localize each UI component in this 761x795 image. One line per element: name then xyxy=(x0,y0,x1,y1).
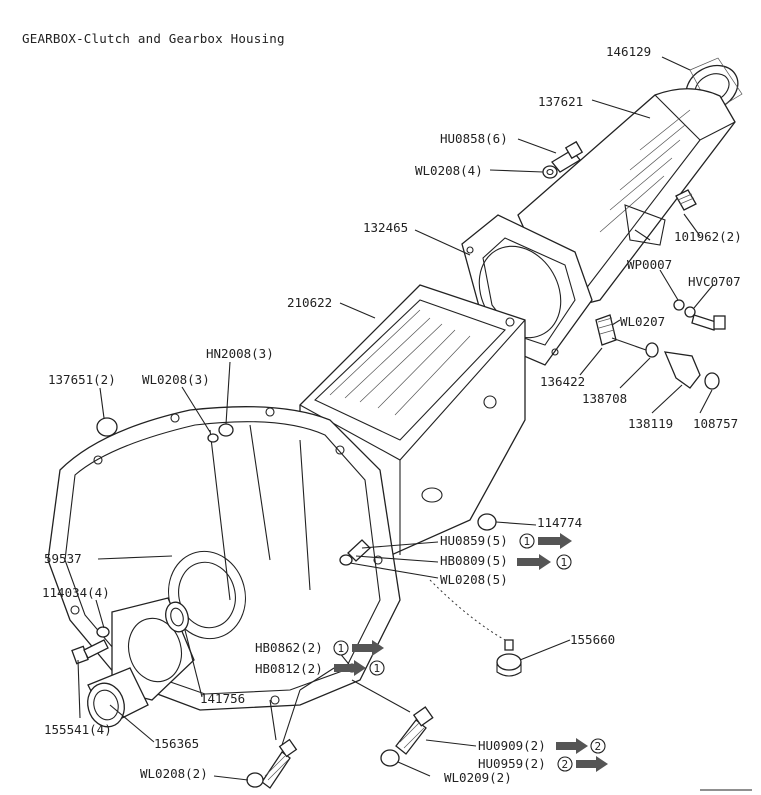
screw-hvc0707 xyxy=(673,299,726,331)
marker-hb0812: 1 xyxy=(369,660,385,676)
long-bolt-hb0812 xyxy=(246,738,298,789)
marker-hb0809: 1 xyxy=(556,554,572,570)
label-137651: 137651(2) xyxy=(48,372,116,387)
marker-hu0909: 2 xyxy=(590,738,606,754)
bolt-hu0909 xyxy=(380,706,434,767)
plug-137651 xyxy=(96,417,118,437)
label-hu0858: HU0858(6) xyxy=(440,131,508,146)
marker-number: 1 xyxy=(338,642,345,655)
label-138119: 138119 xyxy=(628,416,673,431)
marker-number: 2 xyxy=(595,740,602,753)
arrow-hu0959 xyxy=(576,756,608,772)
part-labels: 146129 137621 HU0858(6) WL0208(4) 101962… xyxy=(42,44,742,785)
label-132465: 132465 xyxy=(363,220,408,235)
label-155541: 155541(4) xyxy=(44,722,112,737)
marker-number: 2 xyxy=(562,758,569,771)
label-141756: 141756 xyxy=(200,691,245,706)
marker-number: 1 xyxy=(524,535,531,548)
label-138708: 138708 xyxy=(582,391,627,406)
diagram-title: GEARBOX-Clutch and Gearbox Housing xyxy=(22,31,285,46)
bolt-hu0858 xyxy=(542,140,584,179)
label-hb0862: HB0862(2) xyxy=(255,640,323,655)
dowel-101962 xyxy=(675,189,697,211)
drawing xyxy=(47,57,743,789)
label-108757: 108757 xyxy=(693,416,738,431)
breather-114774 xyxy=(477,513,497,531)
label-hb0809: HB0809(5) xyxy=(440,553,508,568)
reference-markers: 1 1 1 1 2 xyxy=(333,533,608,772)
label-wl0208-4: WL0208(4) xyxy=(415,163,483,178)
marker-hu0859: 1 xyxy=(519,533,535,549)
label-wl0209: WL0209(2) xyxy=(444,770,512,785)
arrow-hu0909 xyxy=(556,738,588,754)
label-114034: 114034(4) xyxy=(42,585,110,600)
label-101962: 101962(2) xyxy=(674,229,742,244)
marker-hu0959: 2 xyxy=(557,756,573,772)
drain-plug-155660 xyxy=(496,639,522,677)
label-59537: 59537 xyxy=(44,551,82,566)
label-155660: 155660 xyxy=(570,632,615,647)
label-156365: 156365 xyxy=(154,736,199,751)
label-136422: 136422 xyxy=(540,374,585,389)
arrow-hb0862 xyxy=(352,640,384,656)
label-hb0812: HB0812(2) xyxy=(255,661,323,676)
label-hu0909: HU0909(2) xyxy=(478,738,546,753)
leader-lines xyxy=(77,56,714,781)
label-146129: 146129 xyxy=(606,44,651,59)
label-hn2008: HN2008(3) xyxy=(206,346,274,361)
label-wl0207: WL0207 xyxy=(620,314,665,329)
label-wl0208-2: WL0208(2) xyxy=(140,766,208,781)
label-wl0208-5: WL0208(5) xyxy=(440,572,508,587)
bolt-hu0859 xyxy=(339,539,371,566)
arrow-hb0812 xyxy=(334,660,366,676)
bolt-155541 xyxy=(71,626,110,665)
marker-hb0862: 1 xyxy=(333,640,349,656)
label-hu0859: HU0859(5) xyxy=(440,533,508,548)
nut-hn2008 xyxy=(207,423,234,443)
label-wp0007: WP0007 xyxy=(627,257,672,272)
seal-141756 xyxy=(165,601,189,633)
speedometer-gear xyxy=(595,314,720,390)
arrow-hb0809 xyxy=(517,554,551,570)
label-wl0208-3: WL0208(3) xyxy=(142,372,210,387)
arrow-hu0859 xyxy=(538,533,572,549)
marker-number: 1 xyxy=(561,556,568,569)
label-137621: 137621 xyxy=(538,94,583,109)
label-hu0959: HU0959(2) xyxy=(478,756,546,771)
label-114774: 114774 xyxy=(537,515,582,530)
label-hvc0707: HVC0707 xyxy=(688,274,741,289)
marker-number: 1 xyxy=(374,662,381,675)
label-210622: 210622 xyxy=(287,295,332,310)
